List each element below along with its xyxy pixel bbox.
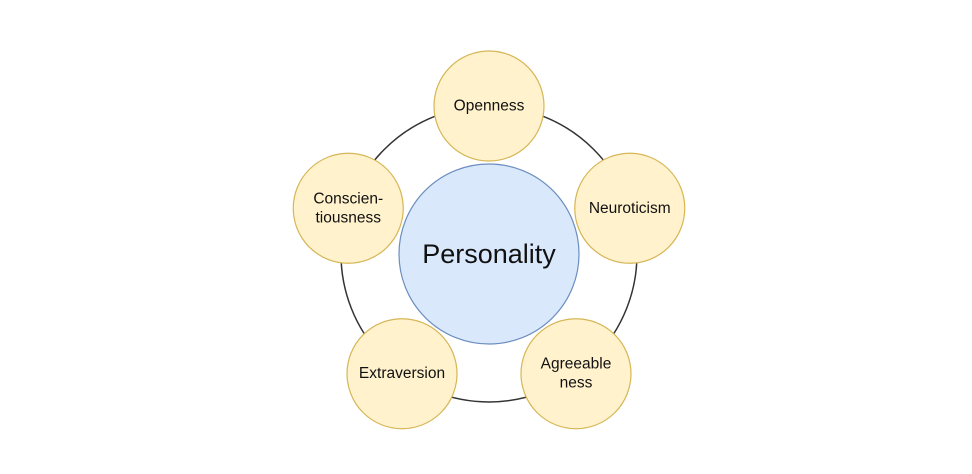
center-circle [398,163,580,345]
trait-label-openness: Openness [454,98,525,115]
trait-label-agreeableness-line-2: ness [560,375,593,392]
trait-label-agreeableness-line-1: Agreeable [541,356,612,373]
trait-node-agreeableness: Agreeable ness [520,318,632,430]
trait-circle-agreeableness [520,318,632,430]
trait-node-openness: Openness [433,50,545,162]
trait-node-extraversion: Extraversion [346,318,458,430]
trait-circle-neuroticism [574,152,686,264]
center-node: Personality [398,163,580,345]
center-label: Personality [422,239,556,269]
trait-node-conscientiousness: Conscien-tiousness [292,152,404,264]
trait-label-conscientiousness-line-2: tiousness [316,209,382,226]
trait-circle-extraversion [346,318,458,430]
trait-circle-openness [433,50,545,162]
trait-label-extraversion: Extraversion [359,365,445,382]
trait-node-neuroticism: Neuroticism [574,152,686,264]
trait-label-neuroticism: Neuroticism [589,200,671,217]
trait-label-conscientiousness-line-1: Conscien- [313,190,383,207]
trait-circle-conscientiousness [292,152,404,264]
